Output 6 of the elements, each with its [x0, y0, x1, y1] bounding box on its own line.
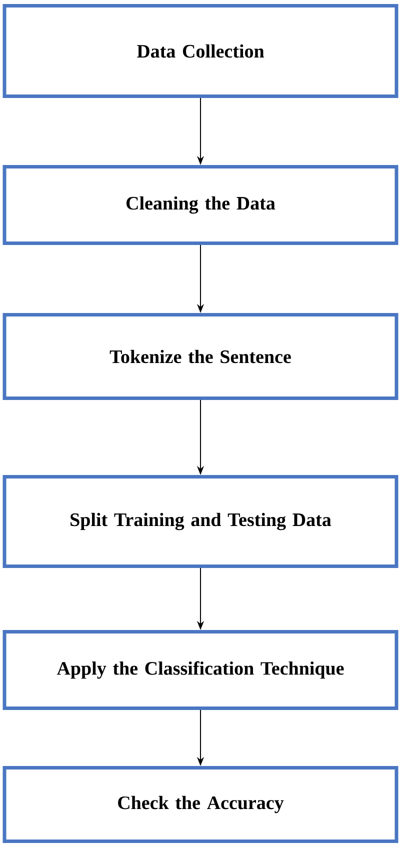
process-box: Apply the Classification Technique [2, 630, 398, 710]
process-box: Data Collection [2, 4, 398, 98]
process-box: Split Training and Testing Data [2, 475, 398, 568]
process-box: Cleaning the Data [2, 165, 398, 245]
process-box: Check the Accuracy [2, 766, 398, 843]
process-box: Tokenize the Sentence [2, 313, 398, 400]
